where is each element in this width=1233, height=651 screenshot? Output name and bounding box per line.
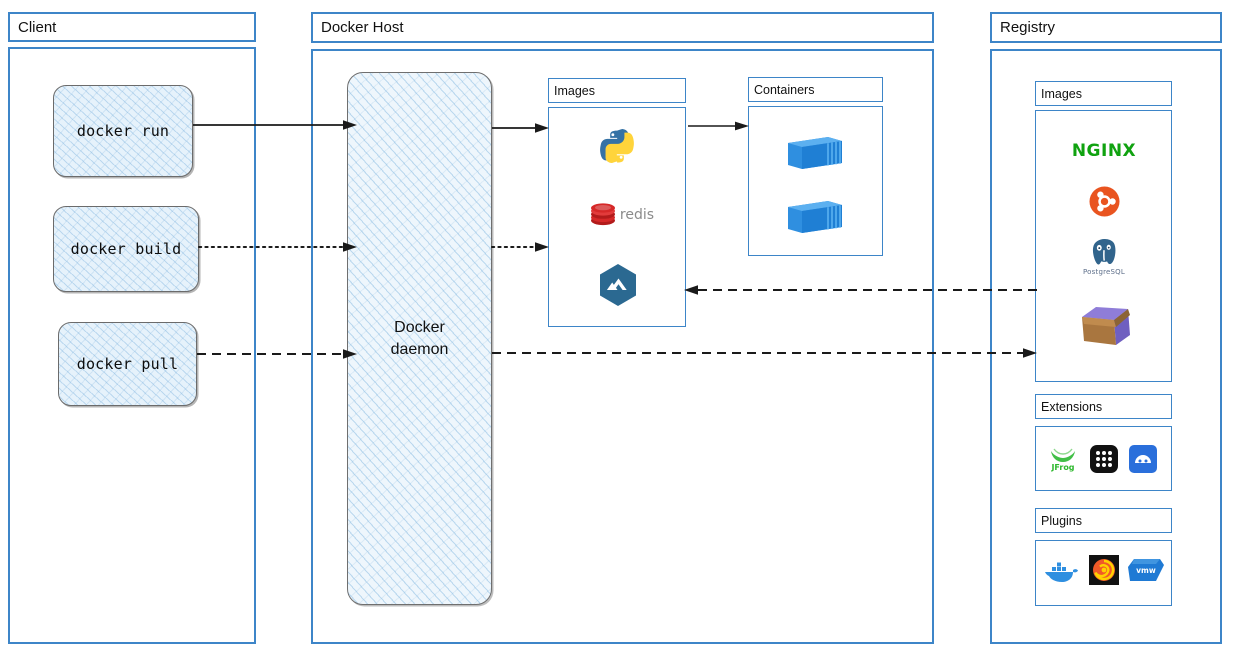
ubuntu-logo — [1088, 185, 1120, 217]
group-title-extensions: Extensions — [1035, 394, 1172, 419]
docker-daemon-box: Docker daemon — [347, 72, 492, 605]
postgresql-caption: PostgreSQL — [1083, 268, 1125, 276]
daemon-label-line2: daemon — [390, 340, 449, 358]
lane-label-docker-host: Docker Host — [321, 19, 404, 36]
docker-whale-logo — [1042, 556, 1080, 588]
lane-title-docker-host: Docker Host — [311, 12, 934, 43]
lane-label-registry: Registry — [1000, 19, 1056, 36]
redis-caption: redis — [619, 207, 655, 223]
connector-images-to-containers — [688, 119, 750, 133]
app-grid-icon — [1089, 444, 1119, 474]
vmware-logo: vmw — [1126, 554, 1166, 586]
python-logo — [597, 126, 637, 166]
lane-title-client: Client — [8, 12, 256, 42]
nginx-logo: NGINX — [1060, 138, 1148, 164]
command-label: docker pull — [76, 355, 179, 373]
daemon-label-line1: Docker — [394, 318, 445, 336]
package-box-icon — [1075, 300, 1135, 350]
postgresql-logo: PostgreSQL — [1081, 232, 1127, 280]
group-body-containers — [748, 106, 883, 256]
connector-daemon-to-images-dotted — [490, 240, 550, 254]
group-title-containers: Containers — [748, 77, 883, 102]
container-icon — [784, 191, 846, 237]
group-title-host-images: Images — [548, 78, 686, 103]
group-title-plugins: Plugins — [1035, 508, 1172, 533]
alpine-logo — [598, 262, 638, 308]
group-label: Images — [554, 83, 595, 98]
command-docker-run[interactable]: docker run — [53, 85, 193, 177]
connector-daemon-to-registry — [492, 346, 1038, 360]
container-icon — [784, 127, 846, 173]
group-title-registry-images: Images — [1035, 81, 1172, 106]
connector-pull-to-daemon — [197, 347, 358, 361]
grafana-logo — [1088, 554, 1120, 586]
group-label: Images — [1041, 86, 1082, 101]
lane-title-registry: Registry — [990, 12, 1222, 43]
connector-registry-to-images — [684, 283, 1037, 297]
command-label: docker run — [76, 122, 170, 140]
connector-build-to-daemon — [197, 240, 358, 254]
group-label: Containers — [754, 82, 815, 97]
jfrog-logo: JFrog — [1045, 442, 1081, 476]
connector-run-to-daemon — [193, 118, 358, 132]
command-docker-pull[interactable]: docker pull — [58, 322, 197, 406]
lane-label-client: Client — [18, 18, 57, 36]
group-label: Extensions — [1041, 399, 1103, 414]
vmware-caption: vmw — [1136, 565, 1156, 575]
redis-logo: redis — [589, 200, 655, 230]
blue-disk-icon — [1128, 444, 1158, 474]
connector-daemon-to-images — [492, 121, 550, 135]
nginx-caption: NGINX — [1071, 141, 1137, 161]
command-label: docker build — [70, 240, 182, 258]
group-label: Plugins — [1041, 513, 1082, 528]
command-docker-build[interactable]: docker build — [53, 206, 199, 292]
jfrog-caption: JFrog — [1051, 462, 1075, 472]
